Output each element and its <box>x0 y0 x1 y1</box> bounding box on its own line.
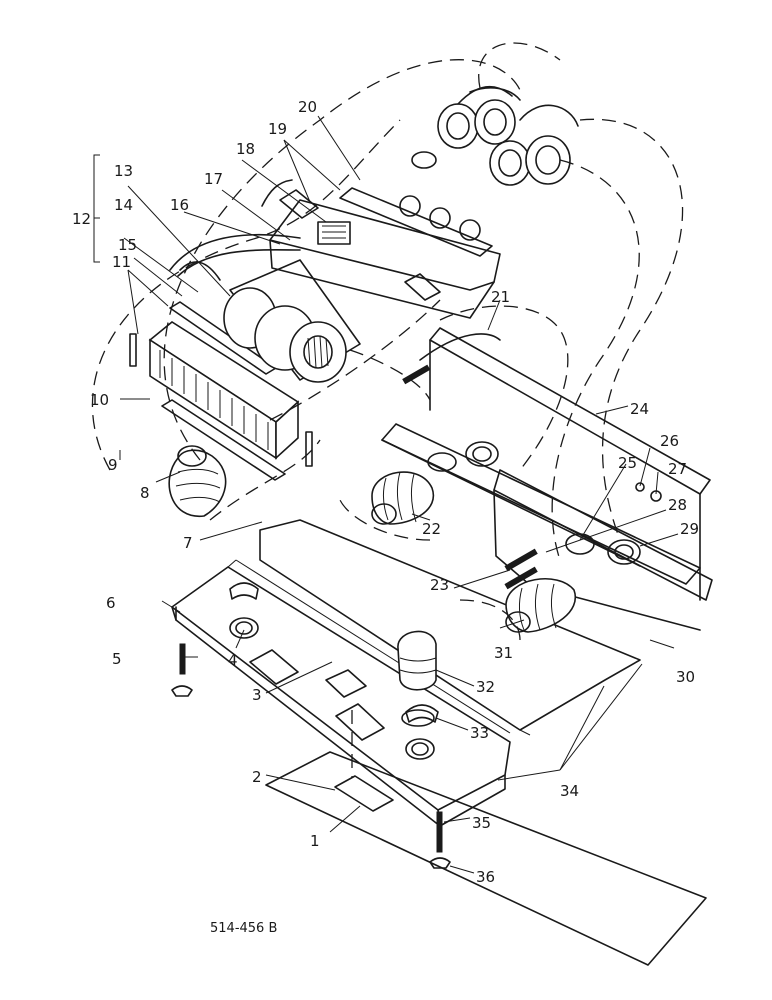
callout-19: 19 <box>268 120 287 138</box>
callout-16: 16 <box>170 196 189 214</box>
callout-30: 30 <box>676 668 695 686</box>
drawing-reference-number: 514-456 B <box>210 921 277 936</box>
callout-13: 13 <box>114 162 133 180</box>
callout-23: 23 <box>430 576 449 594</box>
routing-lines <box>92 42 684 641</box>
callout-29: 29 <box>680 520 699 538</box>
callout-36: 36 <box>476 868 495 886</box>
callout-9: 9 <box>108 456 118 474</box>
callout-25: 25 <box>618 454 637 472</box>
callout-11: 11 <box>112 253 131 271</box>
callout-33: 33 <box>470 724 489 742</box>
hose-clamps <box>401 441 641 727</box>
hose-22 <box>371 471 435 525</box>
callout-1: 1 <box>310 832 320 850</box>
vent-right-pair <box>489 104 579 186</box>
callout-35: 35 <box>472 814 491 832</box>
callout-27: 27 <box>668 460 687 478</box>
callout-10: 10 <box>90 391 109 409</box>
callout-31: 31 <box>494 644 513 662</box>
callout-26: 26 <box>660 432 679 450</box>
callout-12: 12 <box>72 210 91 228</box>
hose-8 <box>168 445 227 517</box>
callout-24: 24 <box>630 400 649 418</box>
callout-18: 18 <box>236 140 255 158</box>
hose-31 <box>505 578 577 633</box>
callout-5: 5 <box>112 650 122 668</box>
floor-panel <box>265 751 707 966</box>
callout-34: 34 <box>560 782 579 800</box>
callout-7: 7 <box>183 534 193 552</box>
base-tray <box>171 559 511 827</box>
callout-15: 15 <box>118 236 137 254</box>
callout-2: 2 <box>252 768 262 786</box>
callout-20: 20 <box>298 98 317 116</box>
callout-6: 6 <box>106 594 116 612</box>
callout-8: 8 <box>140 484 150 502</box>
hose-32 <box>397 630 437 691</box>
blower-assembly <box>179 259 361 383</box>
callout-4: 4 <box>228 651 238 669</box>
callout-14: 14 <box>114 196 133 214</box>
leader-lines <box>93 115 679 874</box>
side-support-rail <box>259 327 713 736</box>
control-bracket <box>269 187 501 319</box>
callout-17: 17 <box>204 170 223 188</box>
callout-32: 32 <box>476 678 495 696</box>
vent-left-pair <box>437 85 521 149</box>
outlet-vents-upper <box>411 85 579 186</box>
callout-28: 28 <box>668 496 687 514</box>
callout-22: 22 <box>422 520 441 538</box>
heater-core <box>129 301 313 481</box>
callout-3: 3 <box>252 686 262 704</box>
mounting-bracket-2 <box>334 710 394 812</box>
callout-labels: 1 2 3 4 5 6 7 8 9 10 11 12 13 14 15 16 1… <box>72 98 699 936</box>
callout-21: 21 <box>491 288 510 306</box>
